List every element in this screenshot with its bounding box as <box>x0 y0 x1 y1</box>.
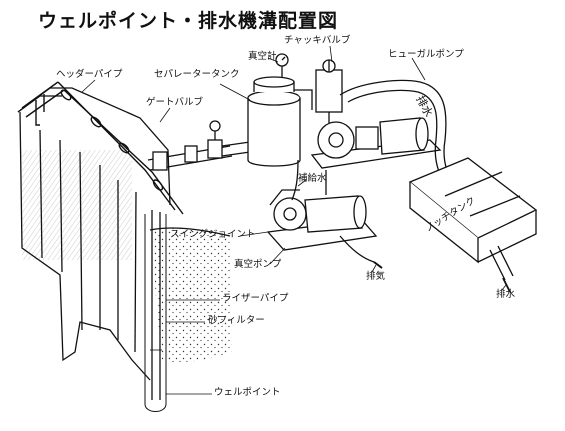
suction-line <box>147 120 251 171</box>
label-header-pipe: ヘッダーパイプ <box>56 69 123 80</box>
notch-tank <box>408 157 538 293</box>
label-sand-filter: 砂フィルター <box>208 315 265 326</box>
label-separator-tank: セパレータータンク <box>154 69 240 80</box>
diagram-title: ウェルポイント・排水機溝配置図 <box>38 10 339 32</box>
centrifugal-pump-unit <box>310 117 442 169</box>
label-drainage: 排水 <box>496 289 516 300</box>
label-check-valve: チャッキバルブ <box>284 35 351 46</box>
label-gate-valve: ゲートバルブ <box>146 97 204 108</box>
label-vacuum-pump: 真空ポンプ <box>234 259 282 270</box>
label-vacuum-gauge: 真空計 <box>248 51 277 62</box>
leader-lines <box>81 45 507 395</box>
header-pipe <box>21 81 184 215</box>
check-valve-assembly <box>294 59 343 125</box>
label-well-point: ウェルポイント <box>214 387 281 398</box>
connecting-lines <box>291 159 383 269</box>
separator-tank <box>247 53 301 167</box>
trench <box>17 87 232 381</box>
label-hugal-pump: ヒューガルポンプ <box>388 49 464 60</box>
label-exhaust: 排気 <box>366 271 386 282</box>
label-makeup-water: 補給水 <box>298 173 327 184</box>
vacuum-pump-unit <box>266 189 378 251</box>
label-riser-pipe: ライザーパイプ <box>222 293 289 304</box>
label-swing-joint: スイングジョイント <box>170 229 256 240</box>
riser-pipe <box>144 210 167 412</box>
